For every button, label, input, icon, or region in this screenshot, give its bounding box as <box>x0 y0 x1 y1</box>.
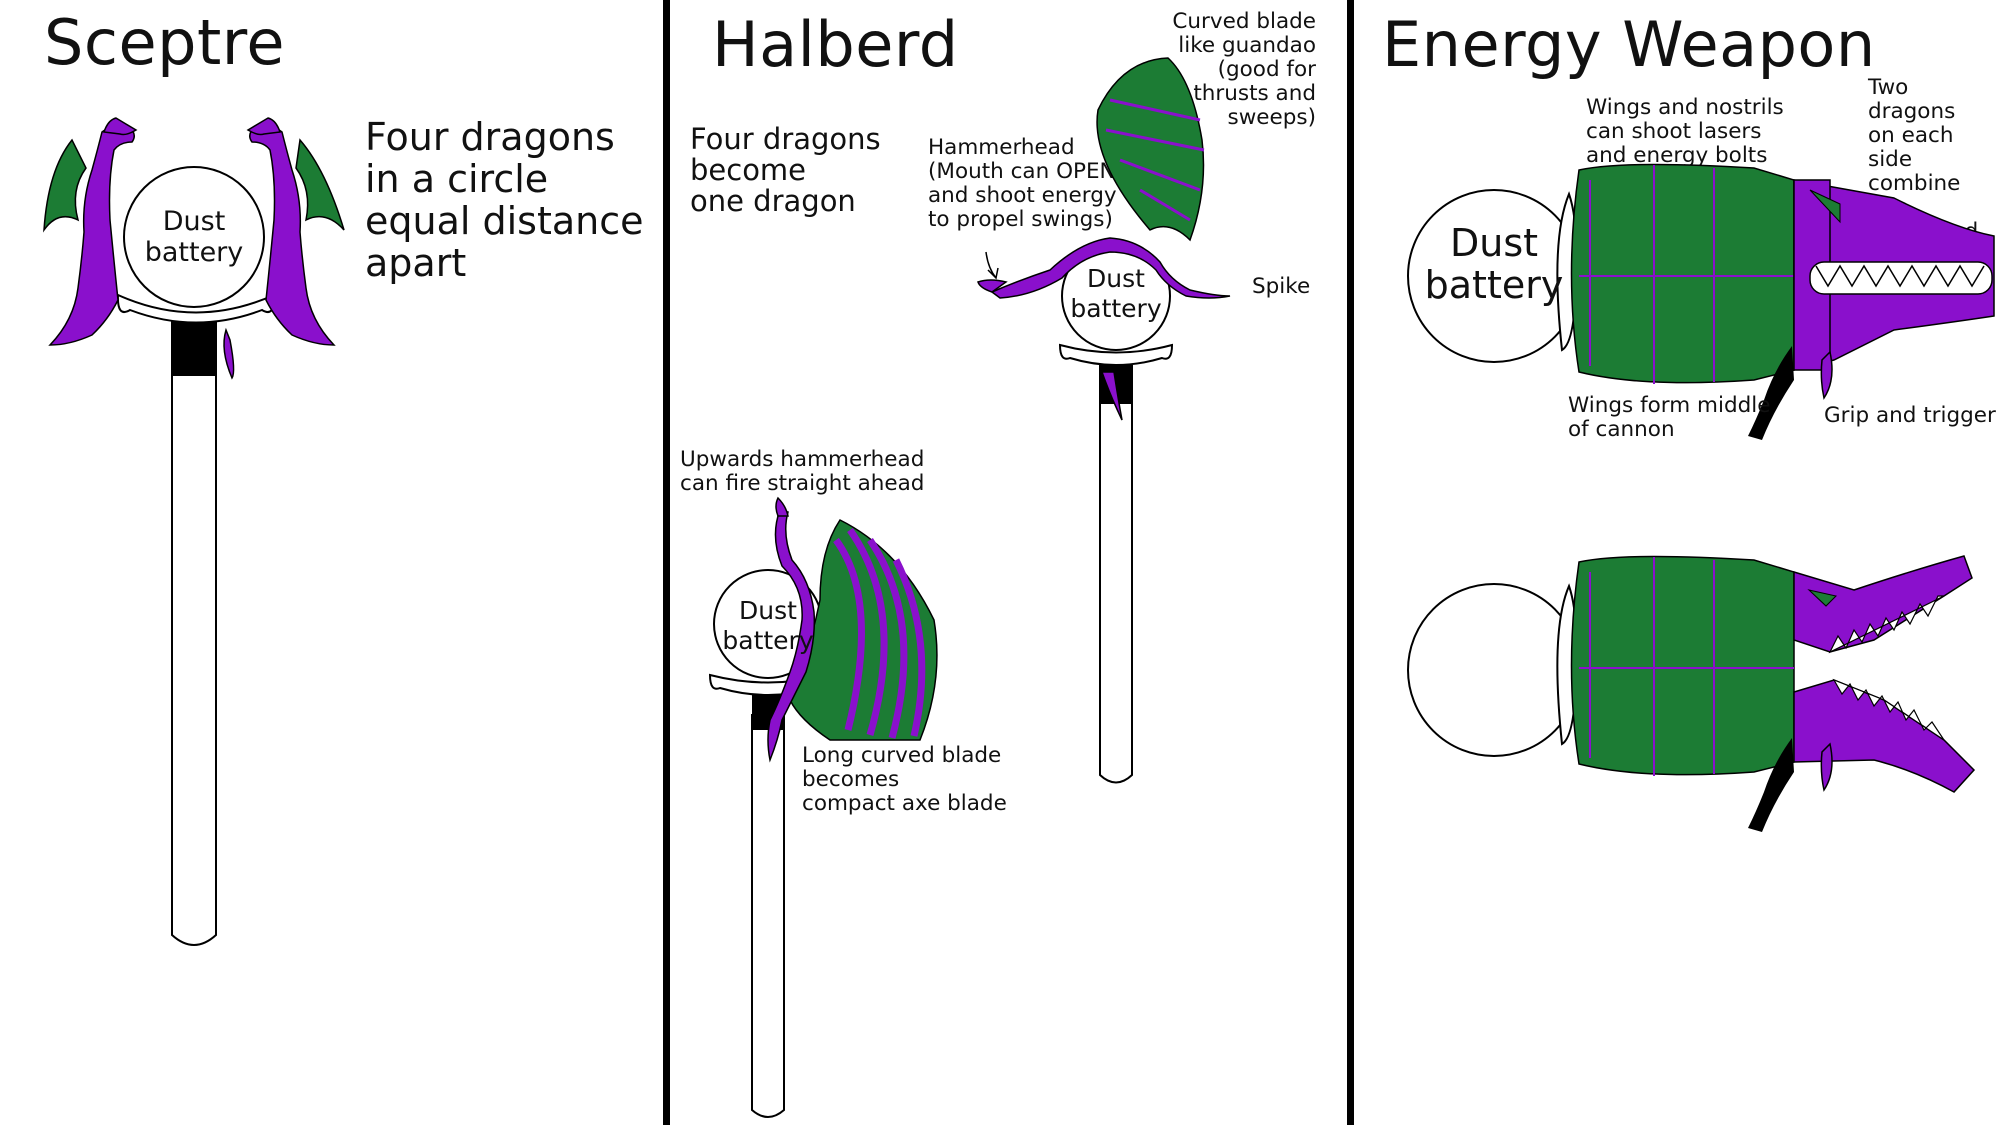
energy-grip-open <box>1748 738 1794 832</box>
halberd-top-battery-label: Dust battery <box>1070 264 1162 323</box>
halberd-note-spike: Spike <box>1252 274 1311 299</box>
energy-battery-open <box>1407 583 1581 757</box>
halberd-note-upwards: Upwards hammerhead can fire straight ahe… <box>680 447 925 496</box>
energy-grip-closed <box>1748 346 1794 440</box>
panel-divider-left <box>663 0 670 1125</box>
energy-upper-teeth <box>1828 595 1945 654</box>
sceptre-battery-label: Dust battery <box>144 206 244 268</box>
sceptre-panel: Sceptre Dust battery Four dragons in a c… <box>0 0 663 1125</box>
halberd-top-holder <box>1058 343 1174 366</box>
energy-weapon-panel: Energy Weapon Wings and nostrils can sho… <box>1354 0 2000 1125</box>
halberd-top-shaft <box>1099 365 1133 784</box>
energy-dragon-lower-jaw <box>1793 679 1976 793</box>
sceptre-dragon-left <box>43 117 235 380</box>
energy-weapon-title: Energy Weapon <box>1382 8 1876 81</box>
halberd-note-one-dragon: Four dragons become one dragon <box>690 122 881 218</box>
energy-note-wings: Wings form middle of cannon <box>1568 393 1771 442</box>
halberd-illustration <box>708 57 1231 1118</box>
energy-cannon-body-open <box>1570 555 1795 776</box>
energy-teeth-closed <box>1809 261 1993 295</box>
halberd-top-blade <box>1096 57 1205 242</box>
halberd-hammerhead-arrow <box>985 251 999 280</box>
sceptre-battery-holder <box>116 293 276 324</box>
sceptre-grip-band <box>172 318 216 376</box>
energy-cannon-body-closed <box>1570 163 1795 384</box>
halberd-title: Halberd <box>712 8 959 81</box>
panel-divider-right <box>1347 0 1354 1125</box>
sceptre-dragon-right <box>246 117 345 346</box>
halberd-top-dragon <box>990 237 1231 299</box>
sceptre-shaft <box>171 317 217 946</box>
halberd-note-curved-blade: Curved blade like guandao (good for thru… <box>1172 9 1316 130</box>
energy-note-lasers: Wings and nostrils can shoot lasers and … <box>1586 95 1784 168</box>
energy-dragon-upper-jaw <box>1793 555 1973 653</box>
sceptre-illustration <box>43 117 345 946</box>
halberd-panel: Halberd Four dragons become one dragon C… <box>670 0 1347 1125</box>
sceptre-battery <box>123 166 265 308</box>
sceptre-note-four-dragons: Four dragons in a circle equal distance … <box>365 115 644 285</box>
halberd-note-axe: Long curved blade becomes compact axe bl… <box>802 743 1007 816</box>
halberd-bottom-battery-label: Dust battery <box>722 596 814 655</box>
energy-weapon-illustration <box>1407 163 1995 832</box>
halberd-bottom-dragon <box>767 509 816 763</box>
energy-battery-label: Dust battery <box>1424 221 1564 307</box>
energy-note-grip: Grip and trigger <box>1824 403 1996 428</box>
energy-lower-teeth <box>1832 678 1945 741</box>
halberd-bottom-shaft <box>751 714 785 1118</box>
sceptre-title: Sceptre <box>44 6 286 79</box>
